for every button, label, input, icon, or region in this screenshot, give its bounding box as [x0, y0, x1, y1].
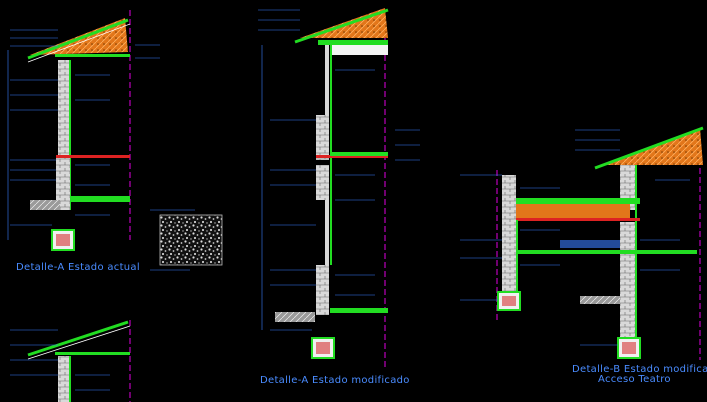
door-threshold — [560, 240, 620, 248]
foundation-core — [56, 234, 70, 246]
floor-slab — [330, 308, 388, 313]
roof-slope — [27, 18, 129, 60]
detail-b-subtitle: Acceso Teatro — [598, 374, 671, 385]
roof-slope — [594, 126, 704, 170]
annotation-leaders — [10, 329, 110, 391]
detail-a-modified-title: Detalle-A Estado modificado — [260, 375, 410, 386]
gravel-sample — [159, 214, 223, 266]
detail-a-modified: Detalle-A Estado modificado — [258, 8, 420, 386]
annotation-leaders — [460, 129, 690, 346]
exterior-ground — [580, 296, 620, 304]
roof-slope — [294, 8, 389, 44]
detail-b-modified-title: Detalle-B Estado modificado — [572, 364, 707, 375]
exterior-ground — [275, 312, 315, 322]
foundation-core — [316, 342, 330, 354]
slab-edge — [56, 155, 130, 158]
detail-b-modified: Detalle-B Estado modificado Acceso Teatr… — [460, 126, 707, 385]
floor-slab-upper — [330, 152, 388, 156]
slab-edge — [316, 155, 388, 158]
wall-block-lower — [316, 165, 329, 200]
floor-slab — [70, 196, 130, 202]
roof-slope — [27, 320, 129, 357]
wall-block — [58, 356, 69, 402]
floor-slab-upper — [505, 198, 640, 204]
wall-block-lower — [56, 155, 70, 210]
canopy-beam — [515, 204, 630, 220]
ceiling-slab — [55, 352, 130, 355]
wall-block-right-lower — [620, 222, 635, 342]
detail-a-roof-repeat — [10, 320, 131, 402]
wall-block-mid — [316, 115, 329, 160]
exterior-ground — [30, 200, 60, 210]
ceiling-slab — [55, 54, 130, 57]
detail-a-current-title: Detalle-A Estado actual — [16, 262, 140, 273]
wall-block-left — [502, 175, 516, 295]
roof-insulation — [30, 18, 128, 55]
ceiling-board — [330, 45, 388, 55]
annotation-leaders — [258, 9, 420, 331]
foundation-right-core — [622, 342, 636, 354]
ceiling-slab — [318, 40, 388, 45]
roof-line — [27, 325, 131, 360]
window-frame — [325, 45, 329, 115]
annotation-leaders — [10, 29, 160, 226]
detail-a-current: Detalle-A Estado actual — [7, 10, 223, 273]
floor-slab — [517, 250, 697, 254]
roof-line — [27, 23, 131, 63]
wall-block — [58, 60, 69, 155]
foundation-left-core — [502, 296, 516, 306]
slab-edge — [505, 218, 640, 221]
roof-insulation — [300, 8, 388, 38]
window-frame-lower — [325, 200, 329, 265]
wall-block-base — [316, 265, 329, 315]
